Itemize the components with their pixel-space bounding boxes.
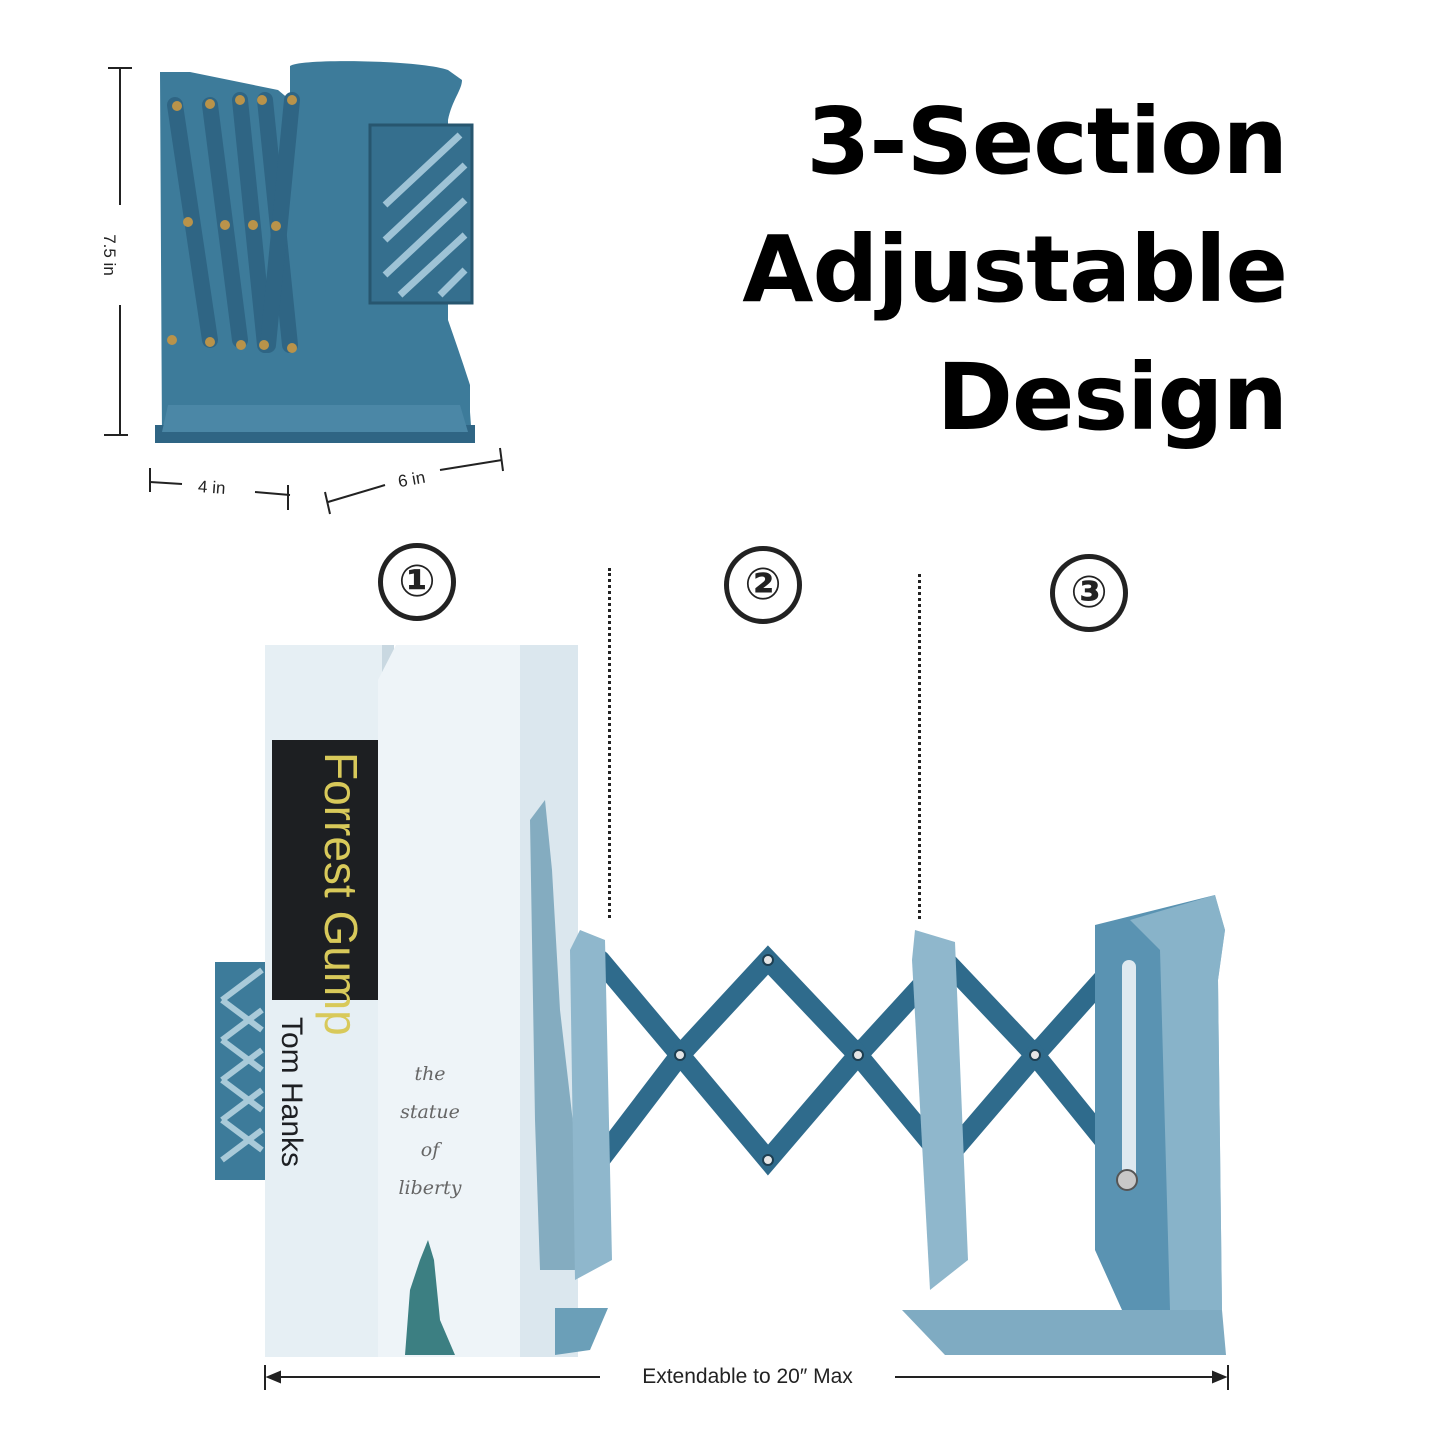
headline-line-3: Design xyxy=(936,344,1288,451)
left-base-plate xyxy=(555,1308,608,1355)
book-forrest-gump xyxy=(265,645,394,1357)
section-2-number: ② xyxy=(724,546,802,624)
book1-title: Forrest Gump xyxy=(315,752,367,1036)
book2-line-3: of xyxy=(420,1139,440,1161)
extend-dimension-arrow xyxy=(264,1365,1229,1390)
extend-label: Extendable to 20″ Max xyxy=(642,1365,853,1388)
book2-line-4: liberty xyxy=(398,1177,462,1199)
height-dimension-label: 7.5 in xyxy=(99,234,119,276)
book2-line-2: statue xyxy=(400,1101,460,1123)
section-divider-1 xyxy=(608,568,611,918)
depth-dimension-label: 4 in xyxy=(197,477,227,498)
depth-dimension-line xyxy=(149,468,291,510)
section-3-number: ③ xyxy=(1050,554,1128,632)
middle-plate-1 xyxy=(570,930,612,1280)
height-dimension-line xyxy=(104,67,132,436)
width-dimension-line xyxy=(324,447,504,515)
right-end-plate xyxy=(1095,895,1225,1310)
bookend-extended-photo xyxy=(215,645,1229,1390)
section-1-number: ① xyxy=(378,543,456,621)
headline: 3-Section Adjustable Design xyxy=(742,78,1288,462)
book2-line-1: the xyxy=(414,1063,446,1085)
product-thumbnail-figure xyxy=(104,61,504,515)
left-pen-holder xyxy=(215,962,270,1180)
middle-plate-2 xyxy=(912,930,968,1290)
section-divider-2 xyxy=(918,574,921,919)
scissor-arm-section-2 xyxy=(590,945,955,1176)
bookend-folded-image xyxy=(155,61,475,443)
book2-spine-text: the statue of liberty xyxy=(395,1055,465,1207)
book-statue-of-liberty xyxy=(378,645,578,1357)
right-base-plate xyxy=(902,1310,1226,1355)
headline-line-2: Adjustable xyxy=(742,216,1288,323)
headline-line-1: 3-Section xyxy=(806,88,1288,195)
book1-author: Tom Hanks xyxy=(275,1016,308,1168)
